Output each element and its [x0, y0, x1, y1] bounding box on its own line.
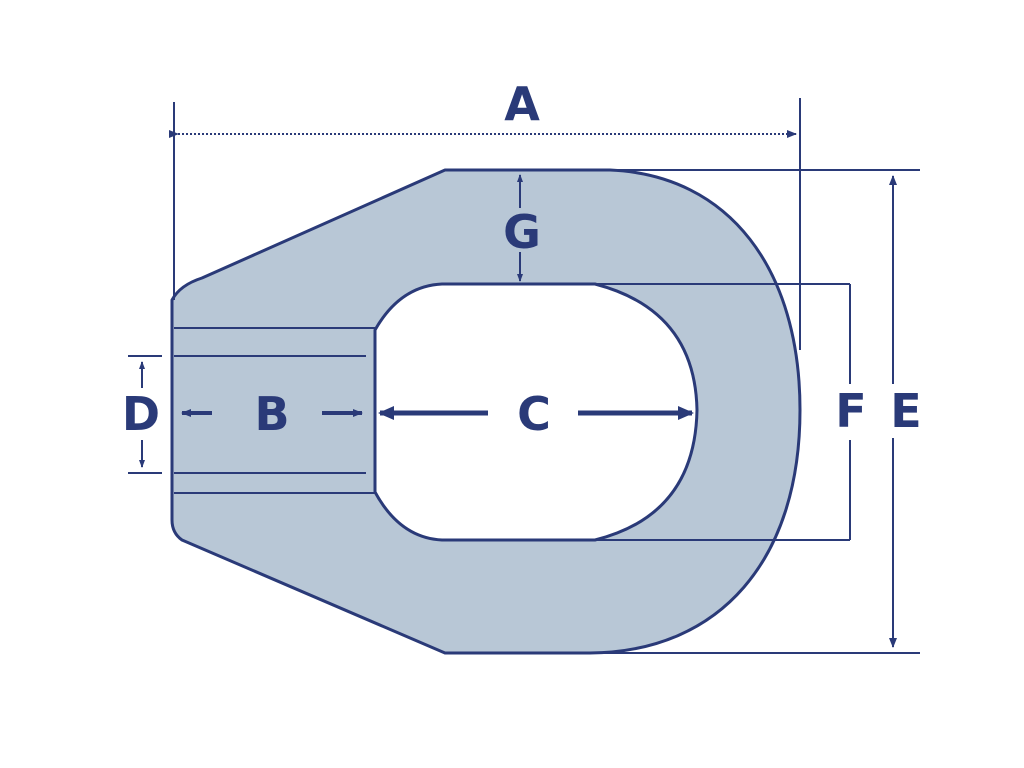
fitting-eye-opening: [373, 282, 699, 542]
shank-bore-lines: [174, 327, 375, 494]
label-c: C: [517, 387, 551, 441]
label-e: E: [890, 384, 921, 438]
dimension-e: [600, 169, 920, 654]
label-d: D: [122, 387, 160, 441]
label-a: A: [504, 77, 540, 131]
dimension-d: [128, 355, 162, 474]
label-g: G: [503, 205, 541, 259]
dimension-f: [595, 283, 851, 541]
label-b: B: [254, 387, 289, 441]
dimension-a: [169, 98, 801, 350]
label-f: F: [835, 384, 866, 438]
